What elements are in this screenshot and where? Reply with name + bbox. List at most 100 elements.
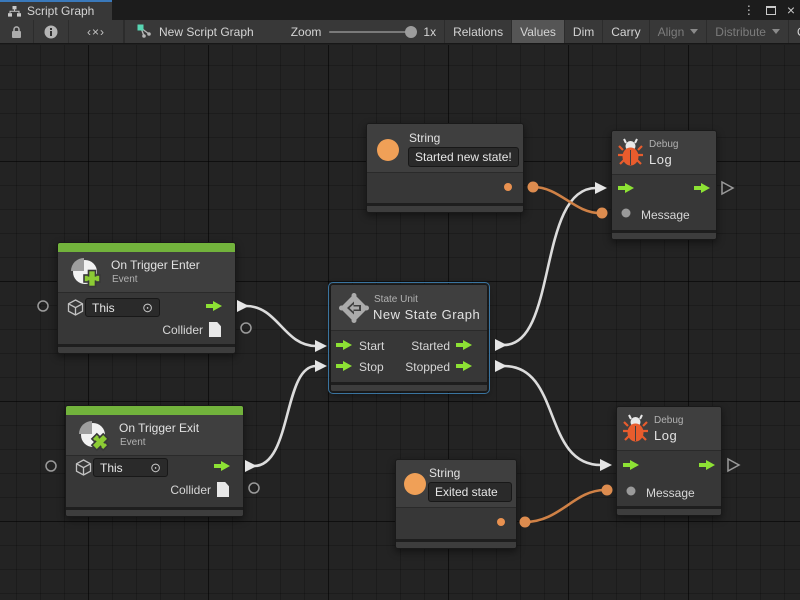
node-footer[interactable] <box>396 539 516 548</box>
value-port-exit-target-empty[interactable] <box>45 460 57 472</box>
string-type-icon <box>377 139 399 161</box>
stopped-port-label: Stopped <box>405 360 450 374</box>
node-footer[interactable] <box>66 507 243 516</box>
graph-breadcrumb[interactable]: New Script Graph <box>125 20 263 43</box>
node-header: On Trigger Enter Event <box>58 252 235 293</box>
message-port-label: Message <box>646 486 695 500</box>
wire-exit-to-stop[interactable] <box>253 364 317 468</box>
plus-badge <box>83 269 101 288</box>
zoom-slider[interactable] <box>329 25 418 38</box>
flow-port-log-bottom-in[interactable] <box>600 459 612 471</box>
tab-strip: Script Graph ⋮ × <box>0 0 800 20</box>
node-header: Debug Log <box>617 407 721 451</box>
node-category: Debug <box>649 139 679 150</box>
tab-script-graph[interactable]: Script Graph <box>0 0 112 20</box>
values-button[interactable]: Values <box>511 20 564 43</box>
maximize-icon[interactable] <box>765 5 776 15</box>
node-string-bottom[interactable]: String Exited state <box>395 459 517 549</box>
overview-button[interactable]: Overview <box>787 20 800 43</box>
string-value-input[interactable]: Started new state! <box>408 147 519 167</box>
value-port-string-bottom-out[interactable] <box>519 516 531 528</box>
chevron-down-icon <box>771 29 780 34</box>
flow-port-enter-out[interactable] <box>237 300 249 312</box>
distribute-dropdown[interactable]: Distribute <box>706 20 788 43</box>
value-port-enter-collider-empty[interactable] <box>240 322 252 334</box>
object-picker-icon[interactable]: ⊙ <box>150 459 161 475</box>
node-state-unit[interactable]: State Unit New State Graph Start Stop St… <box>328 282 490 394</box>
wire-stopped-to-log[interactable] <box>503 364 602 467</box>
string-value-input[interactable]: Exited state <box>428 482 512 502</box>
node-debug-log-bottom[interactable]: Debug Log Message <box>616 406 722 516</box>
node-on-trigger-exit[interactable]: On Trigger Exit Event This ⊙ Collider <box>65 405 244 517</box>
code-icon: ‹×› <box>87 24 105 39</box>
collider-doc-icon <box>217 482 229 497</box>
zoom-slider-handle[interactable] <box>405 25 418 38</box>
graph-hierarchy-icon <box>8 5 21 17</box>
node-on-trigger-enter[interactable]: On Trigger Enter Event This ⊙ Collider <box>57 242 236 354</box>
value-port-message-top-in[interactable] <box>596 207 608 219</box>
dim-button[interactable]: Dim <box>563 20 602 43</box>
code-preview-button[interactable]: ‹×› <box>69 20 124 43</box>
string-value: Exited state <box>435 485 498 499</box>
value-port-exit-collider-empty[interactable] <box>248 482 260 494</box>
target-self-field[interactable]: This ⊙ <box>93 458 168 477</box>
node-title: Log <box>649 152 673 167</box>
node-footer[interactable] <box>617 506 721 515</box>
node-subtitle: Event <box>112 274 138 285</box>
flow-port-started-out[interactable] <box>495 339 507 351</box>
relations-button[interactable]: Relations <box>444 20 511 43</box>
info-button[interactable] <box>34 20 69 43</box>
flow-port-log-bottom-out-empty[interactable] <box>727 457 741 473</box>
flow-port-stopped-out[interactable] <box>495 360 507 372</box>
node-category: Debug <box>654 415 684 426</box>
window-controls: ⋮ × <box>743 0 795 20</box>
graph-canvas[interactable]: String Started new state! Debug Log <box>0 45 800 600</box>
toolbar-gap <box>124 20 125 43</box>
node-category: State Unit <box>374 294 418 305</box>
node-footer[interactable] <box>58 344 235 353</box>
collider-doc-icon <box>209 322 221 337</box>
value-port-string-top-out[interactable] <box>527 181 539 193</box>
carry-button[interactable]: Carry <box>602 20 648 43</box>
state-unit-icon <box>339 293 369 323</box>
event-color-bar <box>58 243 235 252</box>
node-footer[interactable] <box>612 230 716 239</box>
lock-icon <box>12 25 21 38</box>
flow-port-log-top-out-empty[interactable] <box>721 180 735 196</box>
string-type-icon <box>404 473 426 495</box>
node-footer[interactable] <box>367 203 523 212</box>
node-footer[interactable] <box>331 382 487 391</box>
wire-enter-to-start[interactable] <box>245 304 317 348</box>
node-title: String <box>429 466 461 480</box>
flow-port-start-in[interactable] <box>315 340 327 352</box>
node-header: String Started new state! <box>367 124 523 173</box>
x-badge <box>90 432 110 452</box>
zoom-value: 1x <box>423 24 437 39</box>
flow-port-stop-in[interactable] <box>315 360 327 372</box>
node-title: On Trigger Enter <box>111 258 200 272</box>
lock-button[interactable] <box>0 20 34 43</box>
kebab-menu-icon[interactable]: ⋮ <box>742 3 755 17</box>
node-debug-log-top[interactable]: Debug Log Message <box>611 130 717 240</box>
node-subtitle: Event <box>120 437 146 448</box>
chevron-down-icon <box>690 29 699 34</box>
node-header: String Exited state <box>396 460 516 508</box>
value-port-enter-target-empty[interactable] <box>37 300 49 312</box>
flow-port-exit-out[interactable] <box>245 460 257 472</box>
node-string-top[interactable]: String Started new state! <box>366 123 524 213</box>
tab-title: Script Graph <box>27 4 95 18</box>
wire-string-to-message-bottom[interactable] <box>524 488 606 524</box>
target-self-field[interactable]: This ⊙ <box>85 298 160 317</box>
event-color-bar <box>66 406 243 415</box>
node-header: On Trigger Exit Event <box>66 415 243 456</box>
align-dropdown[interactable]: Align <box>648 20 707 43</box>
trigger-exit-icon <box>79 421 110 452</box>
object-picker-icon[interactable]: ⊙ <box>142 299 153 315</box>
node-title: String <box>409 131 441 145</box>
flow-port-log-top-in[interactable] <box>595 182 607 194</box>
value-port-message-bottom-in[interactable] <box>601 484 613 496</box>
close-icon[interactable]: × <box>786 2 795 18</box>
wire-string-to-message-top[interactable] <box>532 185 601 215</box>
trigger-enter-icon <box>71 258 101 288</box>
